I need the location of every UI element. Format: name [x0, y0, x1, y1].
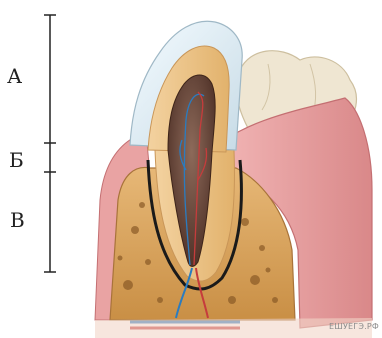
label-section-a: А [7, 66, 22, 86]
measurement-scale [44, 15, 56, 272]
label-section-v: В [10, 210, 25, 230]
label-section-b: Б [9, 150, 24, 170]
watermark: ЕШУЕГЭ.РФ [329, 322, 379, 331]
